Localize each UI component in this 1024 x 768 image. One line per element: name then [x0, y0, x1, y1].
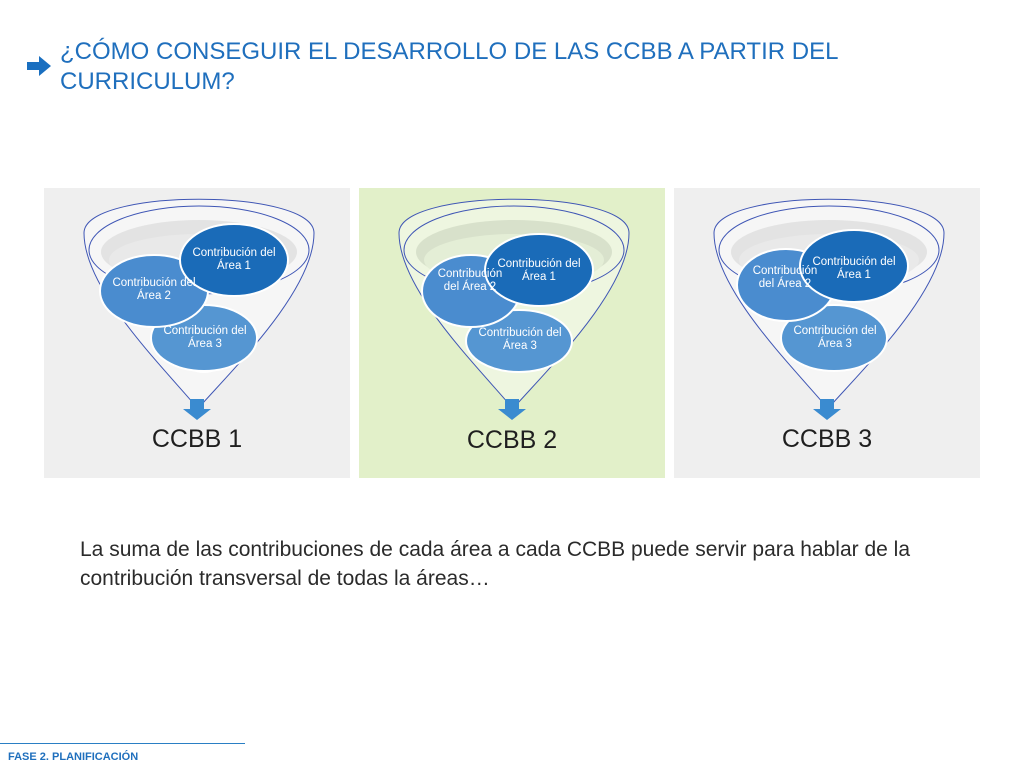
ccbb-panel-1: Contribución del Área 3 Contribución del… [44, 188, 350, 478]
bubble-area-3 [780, 304, 888, 372]
funnel-diagram [83, 198, 315, 420]
page-title: ¿CÓMO CONSEGUIR EL DESARROLLO DE LAS CCB… [60, 38, 838, 95]
bubble-area-1-label: Contribución del Área 1 [812, 256, 896, 281]
bubble-area-1-label: Contribución del Área 1 [497, 258, 581, 283]
footer-label: FASE 2. PLANIFICACIÓN [8, 751, 139, 763]
bubble-area-2-label: Contribución del Área 2 [437, 268, 503, 293]
bubble-area-1 [179, 223, 289, 297]
bubble-area-2-label: Contribución del Área 2 [752, 265, 818, 290]
bubble-area-3-label: Contribución del Área 3 [478, 327, 562, 352]
ccbb-2-label: CCBB 2 [466, 426, 558, 454]
footer-divider [0, 743, 245, 744]
ccbb-panel-2: Contribución del Área 3 Contribución del… [359, 188, 665, 478]
bubble-area-1-label: Contribución del Área 1 [192, 247, 276, 272]
bubble-area-3-label: Contribución del Área 3 [163, 325, 247, 350]
bubble-area-2-label: Contribución del Área 2 [112, 277, 196, 302]
bubble-area-1 [484, 233, 594, 307]
funnel-diagram [713, 198, 945, 420]
arrow-right-icon [27, 56, 51, 76]
funnel-diagram [398, 198, 630, 420]
ccbb-3-label: CCBB 3 [781, 425, 873, 453]
ccbb-1-label: CCBB 1 [151, 425, 243, 453]
explanation-text: La suma de las contribuciones de cada ár… [80, 538, 911, 590]
bubble-area-1 [799, 229, 909, 303]
bubble-area-3 [465, 309, 573, 373]
bubble-area-3-label: Contribución del Área 3 [793, 325, 877, 350]
ccbb-panel-3: Contribución del Área 3 Contribución del… [674, 188, 980, 478]
